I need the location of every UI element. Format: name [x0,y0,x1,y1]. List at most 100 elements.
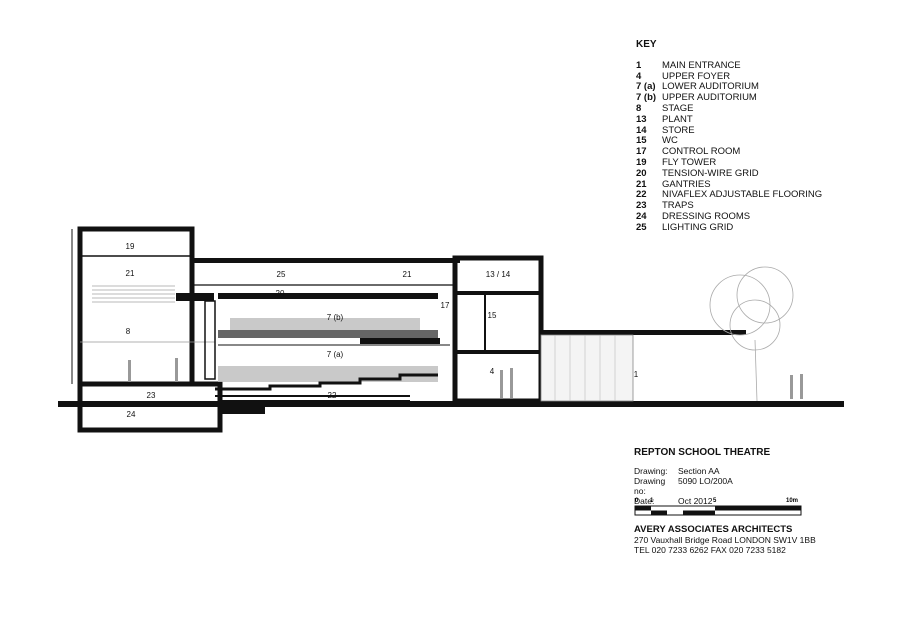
label-flooring: 22 [328,391,337,400]
key-item-label: WC [662,135,678,147]
label-lower-auditorium: 7 (a) [327,350,344,359]
date-row: Date: Oct 2012 [634,496,804,506]
drawing-row: Drawing: Section AA [634,466,804,476]
drawing-no-value: 5090 LO/200A [678,476,733,486]
key-item-number: 24 [636,210,647,222]
label-plant-store: 13 / 14 [486,270,511,279]
date-label: Date: [634,496,655,506]
scale-seg-2 [651,510,667,515]
tree [709,266,794,402]
label-gantries-left: 21 [126,269,135,278]
key-title: KEY [636,39,657,50]
key-item-number: 14 [636,124,647,136]
label-dressing-rooms: 24 [127,410,136,419]
firm-contact: TEL 020 7233 6262 FAX 020 7233 5182 [634,545,786,555]
key-item-label: FLY TOWER [662,156,717,168]
label-lighting-grid: 25 [277,270,286,279]
key-item-label: LOWER AUDITORIUM [662,81,759,93]
key-item: 13 PLANT [636,113,822,126]
balcony-front [218,330,438,338]
key-item-number: 19 [636,156,647,168]
key-item-number: 13 [636,113,647,125]
auditorium-roof [192,258,460,263]
key-item: 15 WC [636,136,822,147]
key-item: 23 TRAPS [636,200,822,212]
label-control-room: 17 [441,301,450,310]
pit-slab [220,406,265,414]
key-item: 14 STORE [636,124,822,137]
key-item-number: 4 [636,70,642,82]
scale-tick-0: 0 [635,498,639,504]
facade-mullions [554,335,616,401]
scale-seg-4 [715,506,801,511]
firm-block: AVERY ASSOCIATES ARCHITECTS 270 Vauxhall… [634,524,834,555]
key-item-label: MAIN ENTRANCE [662,59,741,71]
key-item: 1 MAIN ENTRANCE [636,59,822,72]
key-item-label: STORE [662,124,695,136]
label-stage: 8 [126,327,131,336]
key-item-label: NIVAFLEX ADJUSTABLE FLOORING [662,189,823,201]
fly-tower-wall [77,226,195,387]
key-item-label: TRAPS [662,200,694,212]
drawing-no-row: Drawing no: 5090 LO/200A [634,476,804,496]
key-item-number: 15 [636,135,647,147]
balcony-slab [218,293,438,299]
key-item-number: 7 (b) [636,92,657,104]
key-item: 20 TENSION-WIRE GRID [636,167,822,180]
scale-seg-1 [635,506,651,511]
balcony-floor [360,338,440,344]
entrance-facade [540,334,634,402]
key-item: 24 DRESSING ROOMS [636,210,822,223]
label-main-entrance: 1 [634,370,639,379]
label-wc: 15 [488,311,497,320]
proscenium-wall [176,293,214,301]
key-item: 17 CONTROL ROOM [636,146,822,158]
key-item-number: 8 [636,102,642,114]
gantry-rail [92,285,175,303]
key-item-number: 20 [636,167,647,179]
key-item: 21 GANTRIES [636,178,822,191]
scale-tick-10: 10m [786,498,798,504]
scale-bar: 0 1 5 10m [634,498,802,516]
key-item-number: 23 [636,200,647,212]
key-item-label: DRESSING ROOMS [662,210,751,222]
key-item-label: STAGE [662,102,694,114]
pit-floor [220,400,410,406]
key-item: 7 (b)UPPER AUDITORIUM [636,92,822,104]
key-item-label: PLANT [662,113,693,125]
key-item-label: GANTRIES [662,178,711,190]
proscenium-column [204,300,216,380]
label-traps: 23 [147,391,156,400]
key-item-label: CONTROL ROOM [662,146,741,158]
key-item-number: 7 (a) [636,81,656,93]
drawing-label: Drawing: [634,466,668,476]
label-tension-grid: 20 [276,289,285,298]
people-figures [128,358,803,399]
label-fly-tower: 19 [126,242,135,251]
upper-seating [230,318,420,330]
key-item-number: 1 [636,59,642,71]
date-value: Oct 2012 [678,496,713,506]
key-item-number: 21 [636,178,647,190]
key-item-number: 25 [636,221,647,233]
ground-line [58,401,844,407]
drawing-no-label: Drawing no: [634,476,666,496]
key-item-label: TENSION-WIRE GRID [662,167,759,179]
label-gantries-right: 21 [403,270,412,279]
scale-seg-3 [683,510,715,515]
key-item: 19 FLY TOWER [636,156,822,169]
service-block-wall [452,255,544,404]
key-item: 8 STAGE [636,102,822,115]
label-upper-foyer: 4 [490,367,495,376]
project-title: REPTON SCHOOL THEATRE [634,447,771,458]
scale-tick-5: 5 [713,498,717,504]
key-item-number: 17 [636,146,647,158]
firm-name: AVERY ASSOCIATES ARCHITECTS [634,524,793,535]
scale-tick-1: 1 [650,498,654,504]
raked-floor [215,373,438,391]
